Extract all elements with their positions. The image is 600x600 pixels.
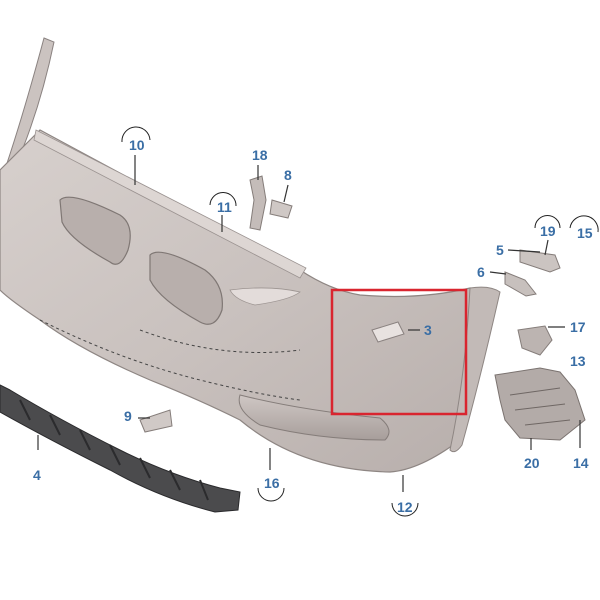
callout-18: 18 bbox=[252, 147, 268, 163]
bumper-side-corner bbox=[449, 286, 501, 453]
mounting-assembly-detail bbox=[509, 387, 571, 426]
arc-12 bbox=[391, 502, 419, 517]
lower-reinforcement-ribs bbox=[19, 399, 209, 501]
mid-ridge-line bbox=[139, 329, 301, 353]
headlamp-recess bbox=[229, 287, 301, 306]
holder-6 bbox=[504, 271, 537, 297]
part-9-piece bbox=[139, 409, 173, 433]
callout-9: 9 bbox=[124, 408, 132, 424]
callout-3: 3 bbox=[424, 322, 432, 338]
bracket-18 bbox=[249, 175, 267, 231]
mounting-assembly bbox=[494, 367, 586, 441]
arc-10 bbox=[121, 126, 151, 143]
bumper-upper-lip bbox=[33, 129, 307, 279]
arc-11 bbox=[209, 192, 237, 207]
grille-opening-left bbox=[59, 196, 131, 265]
callout-12: 12 bbox=[397, 499, 413, 515]
callout-10: 10 bbox=[129, 137, 145, 153]
callout-17: 17 bbox=[570, 319, 586, 335]
leader-19 bbox=[544, 239, 549, 256]
callout-6: 6 bbox=[477, 264, 485, 280]
lower-intake bbox=[238, 394, 390, 441]
arc-15 bbox=[569, 215, 599, 233]
callout-15: 15 bbox=[577, 225, 593, 241]
highlight-box bbox=[330, 288, 468, 416]
lower-ridge-line bbox=[39, 319, 301, 401]
callout-8: 8 bbox=[284, 167, 292, 183]
arc-19 bbox=[534, 215, 561, 229]
arc-16 bbox=[257, 487, 285, 502]
leader-6 bbox=[489, 271, 507, 275]
callout-11: 11 bbox=[217, 199, 232, 215]
leader-8 bbox=[283, 184, 289, 203]
callout-16: 16 bbox=[264, 475, 280, 491]
callout-5: 5 bbox=[496, 242, 504, 258]
callout-13: 13 bbox=[570, 353, 586, 369]
callout-14: 14 bbox=[573, 455, 589, 471]
grille-opening-right bbox=[149, 251, 223, 325]
rail-19 bbox=[519, 249, 561, 273]
leader-5 bbox=[507, 249, 541, 253]
callout-20: 20 bbox=[524, 455, 540, 471]
bracket-17 bbox=[517, 325, 553, 356]
callout-4: 4 bbox=[33, 467, 41, 483]
lower-reinforcement bbox=[0, 384, 241, 513]
callout-19: 19 bbox=[540, 223, 556, 239]
tow-hook-cover bbox=[371, 321, 405, 343]
clip-8 bbox=[269, 199, 293, 219]
